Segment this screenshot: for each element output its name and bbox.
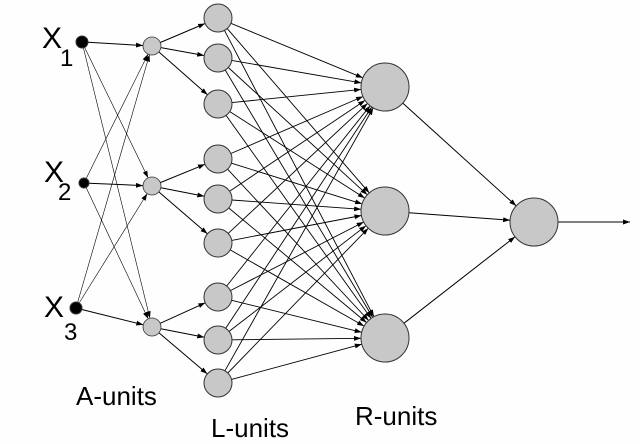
edge-l6-r1 [227, 103, 368, 234]
l-unit-9 [203, 368, 233, 398]
output-unit [509, 197, 559, 247]
input-node-x1 [75, 35, 89, 49]
edge-l5-r2 [231, 199, 362, 212]
l-unit-5 [203, 184, 233, 214]
l-unit-3 [203, 89, 233, 119]
a-unit-3 [142, 317, 162, 337]
input-sub-x2: 2 [58, 179, 71, 206]
edge-a1-l2 [160, 47, 205, 57]
edge-a2-l6 [158, 191, 208, 235]
edge-x3-a2 [78, 193, 148, 304]
edge-a3-l8 [160, 328, 205, 339]
edge-a2-l5 [160, 187, 205, 198]
edge-l2-r2 [227, 67, 368, 196]
edge-l8-r3 [231, 335, 362, 341]
l-unit-1 [203, 3, 233, 33]
connections [77, 22, 630, 380]
input-label-x2: X [44, 156, 64, 189]
edge-x1-a3 [83, 47, 151, 319]
edge-l5-r3 [228, 207, 367, 323]
edge-x2-a1 [85, 53, 149, 179]
edge-a3-l7 [159, 302, 206, 324]
input-sub-x1: 1 [60, 45, 73, 72]
r-unit-3 [360, 313, 410, 363]
l-unit-6 [203, 228, 233, 258]
edge-a2-l4 [160, 163, 206, 184]
edge-x1-a2 [84, 47, 149, 179]
input-label-x1: X [42, 22, 62, 55]
edge-l8-r2 [228, 225, 367, 332]
edge-l1-r3 [224, 30, 375, 317]
edge-l6-r3 [229, 249, 365, 327]
l-unit-8 [203, 325, 233, 355]
edge-l9-r1 [224, 107, 374, 372]
edge-l9-r2 [227, 227, 369, 374]
layer-label-l-units: L-units [211, 413, 289, 443]
edge-l4-r3 [227, 168, 369, 321]
edge-l3-r3 [225, 115, 372, 319]
edge-l3-r1 [231, 87, 362, 104]
edge-l7-r1 [226, 105, 371, 287]
a-unit-1 [142, 36, 162, 56]
input-label-x3: X [44, 291, 64, 324]
layer-label-a-units: A-units [76, 381, 157, 411]
edge-l3-r2 [229, 111, 366, 199]
edge-l2-r1 [231, 59, 362, 85]
edge-l4-r1 [230, 96, 364, 154]
edge-a1-l1 [160, 23, 206, 43]
edge-l1-r1 [230, 22, 363, 79]
input-node-x2 [78, 177, 90, 189]
edge-x3-a1 [77, 54, 150, 303]
labels: X 1 X 2 X 3 A-units L-units R-units [42, 22, 437, 443]
edge-l2-r3 [224, 69, 374, 318]
edge-r3-out [403, 236, 516, 324]
edge-x1-a1 [87, 41, 144, 48]
edge-l8-r1 [225, 106, 373, 329]
r-unit-1 [360, 62, 410, 112]
edge-l1-r2 [226, 28, 370, 194]
edge-x3-a3 [81, 309, 144, 326]
l-unit-7 [203, 282, 233, 312]
r-unit-2 [360, 186, 410, 236]
edge-r1-out [402, 102, 517, 207]
input-sub-x3: 3 [64, 319, 77, 346]
l-unit-4 [203, 144, 233, 174]
input-node-x3 [69, 301, 83, 315]
edge-l7-r2 [230, 221, 364, 292]
layer-label-r-units: R-units [355, 401, 437, 431]
edge-l7-r3 [231, 299, 362, 334]
edge-x2-a2 [88, 182, 144, 188]
edge-a1-l3 [158, 51, 208, 96]
edge-l9-r3 [231, 343, 362, 380]
edge-l4-r2 [231, 162, 363, 205]
edge-r2-out [408, 212, 511, 223]
edge-a3-l9 [158, 332, 208, 375]
a-unit-2 [142, 176, 162, 196]
edge-l6-r2 [231, 214, 362, 241]
edge-l5-r1 [229, 100, 366, 192]
nodes [69, 3, 559, 398]
edge-x2-a3 [85, 187, 149, 320]
l-unit-2 [203, 43, 233, 73]
